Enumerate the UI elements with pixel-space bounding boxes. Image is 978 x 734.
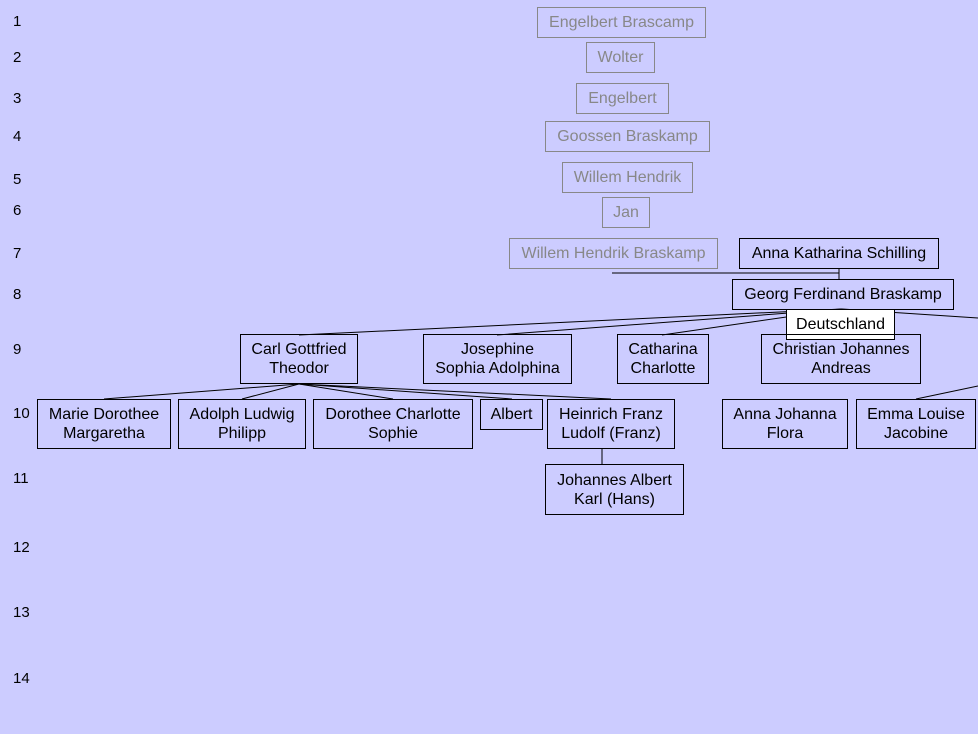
person-name-line: Willem Hendrik Braskamp xyxy=(521,245,706,262)
person-node-engelbert-brascamp[interactable]: Engelbert Brascamp xyxy=(537,7,706,38)
person-node-goossen-braskamp[interactable]: Goossen Braskamp xyxy=(545,121,710,152)
person-node-jan[interactable]: Jan xyxy=(602,197,650,228)
child-link xyxy=(298,383,513,400)
person-name-line: Jacobine xyxy=(883,425,949,442)
person-node-dorothee-charlotte-sophie[interactable]: Dorothee Charlotte Sophie xyxy=(313,399,473,449)
person-name-line: Margaretha xyxy=(63,425,145,442)
person-name-line: Albert xyxy=(490,406,533,423)
person-name-line: Sophie xyxy=(368,425,418,442)
generation-number: 14 xyxy=(13,670,30,687)
generation-number: 5 xyxy=(13,171,22,188)
person-name-line: Charlotte xyxy=(630,360,696,377)
person-name-line: Engelbert Brascamp xyxy=(549,14,694,31)
person-name-line: Carl Gottfried xyxy=(251,341,347,358)
generation-number: 11 xyxy=(13,470,29,487)
person-name-line: Wolter xyxy=(597,49,644,66)
child-link xyxy=(298,308,843,336)
child-link xyxy=(915,385,978,400)
generation-number: 9 xyxy=(13,341,22,358)
person-name-line: Engelbert xyxy=(588,90,657,107)
person-name-line: Flora xyxy=(766,425,804,442)
person-node-christian-johannes-andreas[interactable]: Christian Johannes Andreas xyxy=(761,334,921,384)
person-name-line: Anna Katharina Schilling xyxy=(751,245,927,262)
person-node-engelbert[interactable]: Engelbert xyxy=(576,83,669,114)
person-name-line: Marie Dorothee xyxy=(48,406,160,423)
person-node-adolph-ludwig-philipp[interactable]: Adolph Ludwig Philipp xyxy=(178,399,306,449)
child-link xyxy=(298,383,612,400)
generation-number: 8 xyxy=(13,286,22,303)
person-name-line: Emma Louise xyxy=(867,406,965,423)
person-name-line: Ludolf (Franz) xyxy=(561,425,661,442)
person-node-josephine-sophia-adolphina[interactable]: Josephine Sophia Adolphina xyxy=(423,334,572,384)
generation-number: 10 xyxy=(13,405,30,422)
person-node-johannes-albert-karl[interactable]: Johannes Albert Karl (Hans) xyxy=(545,464,684,515)
child-link xyxy=(103,383,300,400)
child-link xyxy=(298,383,394,400)
generation-number: 12 xyxy=(13,539,30,556)
generation-number: 2 xyxy=(13,49,22,66)
person-name-line: Andreas xyxy=(811,360,871,377)
generation-number: 3 xyxy=(13,90,22,107)
generation-number: 6 xyxy=(13,202,22,219)
generation-number: 1 xyxy=(13,13,22,30)
person-node-anna-johanna-flora[interactable]: Anna Johanna Flora xyxy=(722,399,848,449)
person-name-line: Goossen Braskamp xyxy=(557,128,698,145)
location-label: Deutschland xyxy=(796,316,885,333)
person-name-line: Sophia Adolphina xyxy=(435,360,560,377)
person-node-willem-hendrik-braskamp[interactable]: Willem Hendrik Braskamp xyxy=(509,238,718,269)
child-link xyxy=(496,308,843,336)
person-node-wolter[interactable]: Wolter xyxy=(586,42,655,73)
person-name-line: Georg Ferdinand Braskamp xyxy=(744,286,942,303)
person-name-line: Anna Johanna xyxy=(733,406,837,423)
person-node-carl-gottfried-theodor[interactable]: Carl Gottfried Theodor xyxy=(240,334,358,384)
child-link xyxy=(241,383,300,400)
person-node-emma-louise-jacobine[interactable]: Emma Louise Jacobine xyxy=(856,399,976,449)
person-name-line: Heinrich Franz xyxy=(558,406,664,423)
person-node-anna-katharina-schilling[interactable]: Anna Katharina Schilling xyxy=(739,238,939,269)
person-name-line: Philipp xyxy=(217,425,267,442)
generation-number: 7 xyxy=(13,245,22,262)
person-node-marie-dorothee-margaretha[interactable]: Marie Dorothee Margaretha xyxy=(37,399,171,449)
person-name-line: Adolph Ludwig xyxy=(189,406,295,423)
person-node-heinrich-franz-ludolf[interactable]: Heinrich Franz Ludolf (Franz) xyxy=(547,399,675,449)
person-name-line: Dorothee Charlotte xyxy=(325,406,461,423)
person-name-line: Josephine xyxy=(461,341,534,358)
person-name-line: Theodor xyxy=(269,360,329,377)
person-node-albert[interactable]: Albert xyxy=(480,399,543,430)
person-name-line: Willem Hendrik xyxy=(573,169,682,186)
person-name-line: Karl (Hans) xyxy=(574,490,655,508)
person-name-line: Christian Johannes xyxy=(772,341,910,358)
generation-number: 4 xyxy=(13,128,22,145)
person-node-willem-hendrik[interactable]: Willem Hendrik xyxy=(562,162,693,193)
person-node-georg-ferdinand-braskamp[interactable]: Georg Ferdinand Braskamp xyxy=(732,279,954,310)
person-node-catharina-charlotte[interactable]: Catharina Charlotte xyxy=(617,334,709,384)
generation-number: 13 xyxy=(13,604,30,621)
person-name-line: Catharina xyxy=(628,341,698,358)
person-name-line: Jan xyxy=(613,204,639,221)
person-name-line: Johannes Albert xyxy=(557,471,672,489)
